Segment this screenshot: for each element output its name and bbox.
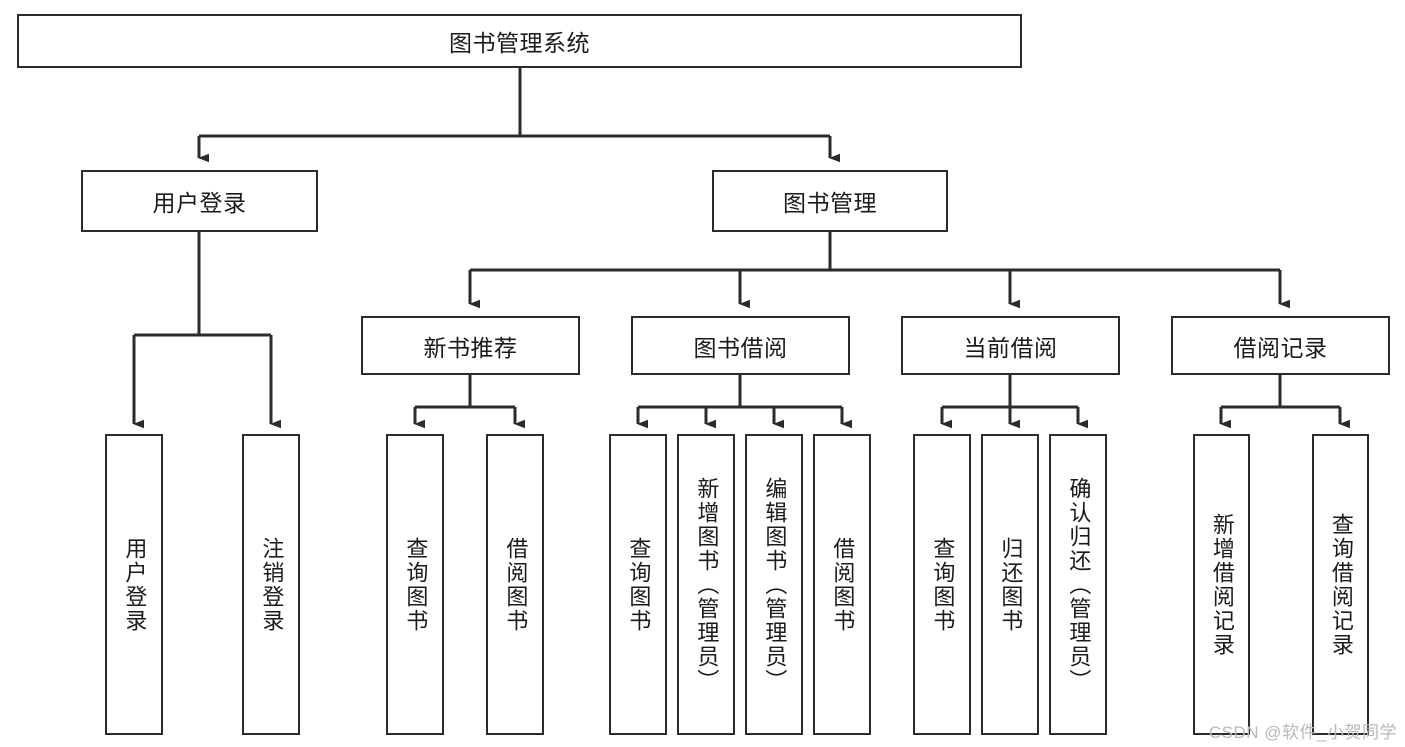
node-label: 借阅图书 [503, 536, 529, 633]
node-label: 查询图书 [403, 536, 429, 633]
node-user-login[interactable]: 用户登录 [81, 170, 318, 232]
leaf-book-borrow-edit-book-admin[interactable]: 编辑图书（管理员） [745, 434, 803, 735]
node-label: 归还图书 [998, 536, 1024, 633]
node-label: 查询借阅记录 [1328, 512, 1354, 657]
leaf-new-book-query-book[interactable]: 查询图书 [386, 434, 444, 735]
node-new-book-recommend[interactable]: 新书推荐 [361, 316, 580, 375]
watermark-text: CSDN @软件_小贺同学 [1208, 723, 1397, 742]
node-root-book-management-system[interactable]: 图书管理系统 [17, 14, 1022, 68]
node-label: 用户登录 [122, 536, 148, 633]
leaf-current-borrow-query-book[interactable]: 查询图书 [913, 434, 971, 735]
node-label: 编辑图书（管理员） [762, 476, 788, 693]
leaf-book-borrow-add-book-admin[interactable]: 新增图书（管理员） [677, 434, 735, 735]
leaf-borrow-record-add-record[interactable]: 新增借阅记录 [1193, 434, 1250, 735]
node-label: 确认归还（管理员） [1066, 476, 1092, 693]
node-book-management[interactable]: 图书管理 [712, 170, 948, 232]
leaf-book-borrow-borrow-book[interactable]: 借阅图书 [813, 434, 871, 735]
node-label: 图书管理系统 [449, 30, 590, 56]
node-label: 新书推荐 [423, 334, 518, 361]
node-label: 新增图书（管理员） [694, 476, 720, 693]
node-current-borrow[interactable]: 当前借阅 [901, 316, 1120, 375]
node-label: 当前借阅 [963, 334, 1058, 361]
leaf-user-login-login[interactable]: 用户登录 [105, 434, 163, 735]
leaf-new-book-borrow-book[interactable]: 借阅图书 [486, 434, 544, 735]
node-label: 图书管理 [783, 190, 877, 216]
node-label: 新增借阅记录 [1209, 512, 1235, 657]
leaf-current-borrow-confirm-return-admin[interactable]: 确认归还（管理员） [1049, 434, 1107, 735]
node-label: 用户登录 [152, 190, 247, 216]
node-label: 借阅记录 [1233, 334, 1328, 361]
leaf-borrow-record-query-record[interactable]: 查询借阅记录 [1312, 434, 1369, 735]
node-label: 注销登录 [259, 536, 285, 633]
node-label: 借阅图书 [830, 536, 856, 633]
node-label: 图书借阅 [693, 334, 788, 361]
leaf-current-borrow-return-book[interactable]: 归还图书 [981, 434, 1039, 735]
node-label: 查询图书 [930, 536, 956, 633]
node-borrow-record[interactable]: 借阅记录 [1171, 316, 1390, 375]
node-book-borrow[interactable]: 图书借阅 [631, 316, 850, 375]
leaf-book-borrow-query-book[interactable]: 查询图书 [609, 434, 667, 735]
node-label: 查询图书 [626, 536, 652, 633]
leaf-user-login-logout[interactable]: 注销登录 [242, 434, 300, 735]
